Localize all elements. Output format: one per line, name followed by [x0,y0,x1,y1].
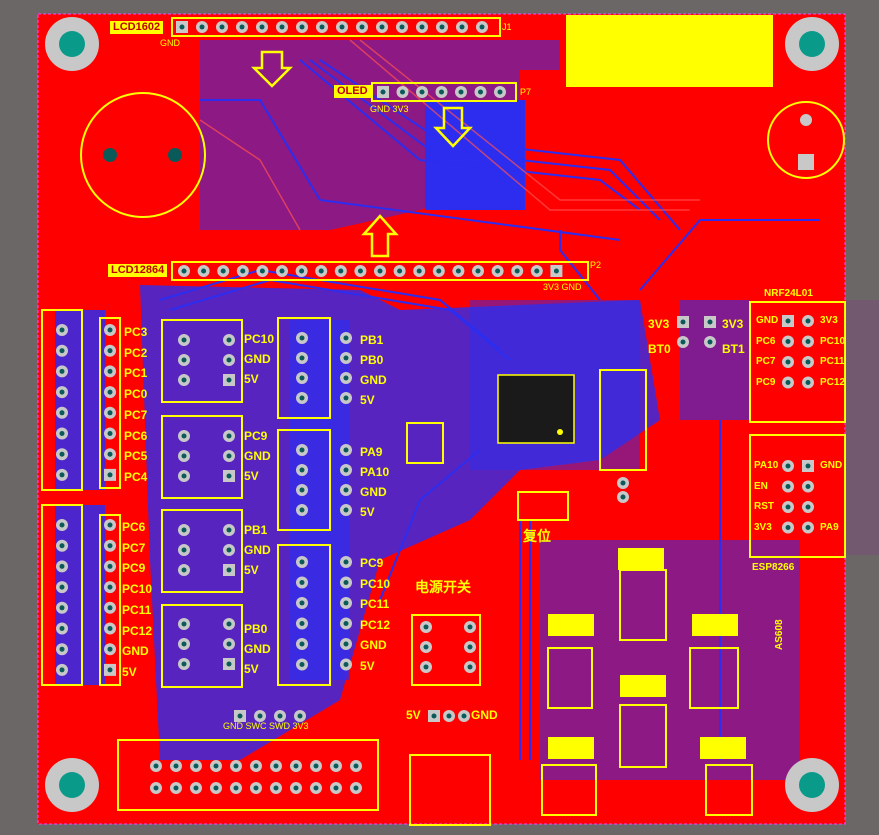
lcd12864-label: LCD12864 [108,264,168,277]
header-pads [56,21,814,794]
pin-label-mid3-2: 5V [244,563,259,577]
silk-block-top-right [566,15,773,87]
pin-label-connectors-nrf24l01-left-2: PC7 [756,356,776,367]
jumper-3v3-left: 3V3 [648,317,670,331]
pin-label-connectors-nrf24l01-right-2: PC11 [820,356,845,367]
pin-label-p24-0: PC6 [122,520,146,534]
pin-label-right1-1: PB0 [360,353,384,367]
pin-label-right2-3: 5V [360,505,375,519]
pin-label-p24-3: PC10 [122,582,153,597]
lcd1602-label: LCD1602 [110,21,164,34]
pin-label-connectors-esp8266-right-3: PA9 [820,521,839,533]
lcd1602-gnd-label: GND [160,38,180,48]
pin-label-connectors-nrf24l01-left-1: PC6 [756,335,776,347]
pin-label-right3-4: GND [360,638,387,652]
pin-label-connectors-esp8266-left-0: PA10 [754,460,779,471]
pin-label-mid4-2: 5V [244,662,259,676]
jumper-bt0: BT0 [648,342,671,356]
pin-label-p22-4: PC7 [124,407,148,422]
pin-label-mid4-1: GND [244,642,271,656]
pin-label-connectors-esp8266-left-3: 3V3 [754,521,772,533]
pin-label-right2-1: PA10 [360,465,390,479]
lcd12864-pins-label: 3V3 GND [543,282,582,292]
lcd1602-ref: J1 [502,22,512,32]
pin-label-p24-5: PC12 [122,623,153,638]
pin-label-p22-5: PC6 [124,428,148,443]
pin-label-connectors-esp8266-right-0: GND [820,460,843,471]
pin-label-right2-0: PA9 [360,445,383,459]
oled-label: OLED [334,85,371,98]
pin-label-p22-0: PC3 [124,325,148,339]
power-5v-label: 5V [406,708,421,722]
pin-label-p22-3: PC0 [124,387,148,402]
pin-label-connectors-nrf24l01-left-0: GND [756,315,779,326]
esp8266-label: ESP8266 [752,562,795,573]
pin-label-mid1-2: 5V [244,372,259,386]
as608-label: AS608 [774,619,785,650]
pin-label-right3-2: PC11 [360,597,390,611]
mounting-holes [45,17,839,812]
swd-label: GND SWC SWD 3V3 [223,721,309,731]
pin-label-right3-5: 5V [360,658,375,673]
pin-label-mid1-0: PC10 [244,332,275,346]
pin-label-p24-6: GND [122,644,149,659]
pin-label-right3-3: PC12 [360,617,391,632]
pin-label-mid2-2: 5V [244,469,259,483]
pin-label-mid4-0: PB0 [244,622,268,636]
nrf24l01-label: NRF24L01 [764,288,813,299]
pin-label-p22-2: PC1 [124,366,148,381]
jumper-3v3-right: 3V3 [722,317,744,331]
pin-label-right3-1: PC10 [360,576,391,591]
lcd12864-ref: P2 [590,260,602,270]
pin-label-connectors-esp8266-left-1: EN [754,480,768,492]
pin-label-mid1-1: GND [244,352,271,366]
pin-label-right3-0: PC9 [360,556,384,570]
reset-label: 复位 [523,528,551,544]
pin-label-p22-7: PC4 [124,469,148,484]
pin-label-connectors-nrf24l01-left-3: PC9 [756,376,776,388]
power-switch-label: 电源开关 [415,579,471,595]
oled-ref: P7 [520,87,532,97]
pin-label-right1-3: 5V [360,393,375,407]
pin-label-connectors-nrf24l01-right-3: PC12 [820,376,846,388]
pin-label-right1-0: PB1 [360,333,384,347]
pin-label-p24-4: PC11 [122,602,152,617]
oled-pins-label: GND 3V3 [370,104,409,114]
pin-label-connectors-esp8266-left-2: RST [754,501,774,512]
pin-label-p22-1: PC2 [124,345,148,360]
pin-label-mid2-0: PC9 [244,429,268,443]
pin-label-mid2-1: GND [244,449,271,463]
pin-label-p22-6: PC5 [124,449,148,464]
pin-label-p24-2: PC9 [122,561,146,576]
pin-label-mid3-1: GND [244,543,271,557]
pin-label-right1-2: GND [360,373,387,387]
traces [159,59,820,760]
pin-label-mid3-0: PB1 [244,523,268,537]
power-gnd-label: GND [471,708,498,722]
jumper-bt1: BT1 [722,342,745,356]
pin-label-right2-2: GND [360,485,387,499]
pin-label-p24-7: 5V [122,664,137,679]
pin-label-p24-1: PC7 [122,540,146,555]
pin-label-connectors-nrf24l01-right-1: PC10 [820,335,846,347]
pin-label-connectors-nrf24l01-right-0: 3V3 [820,315,838,326]
